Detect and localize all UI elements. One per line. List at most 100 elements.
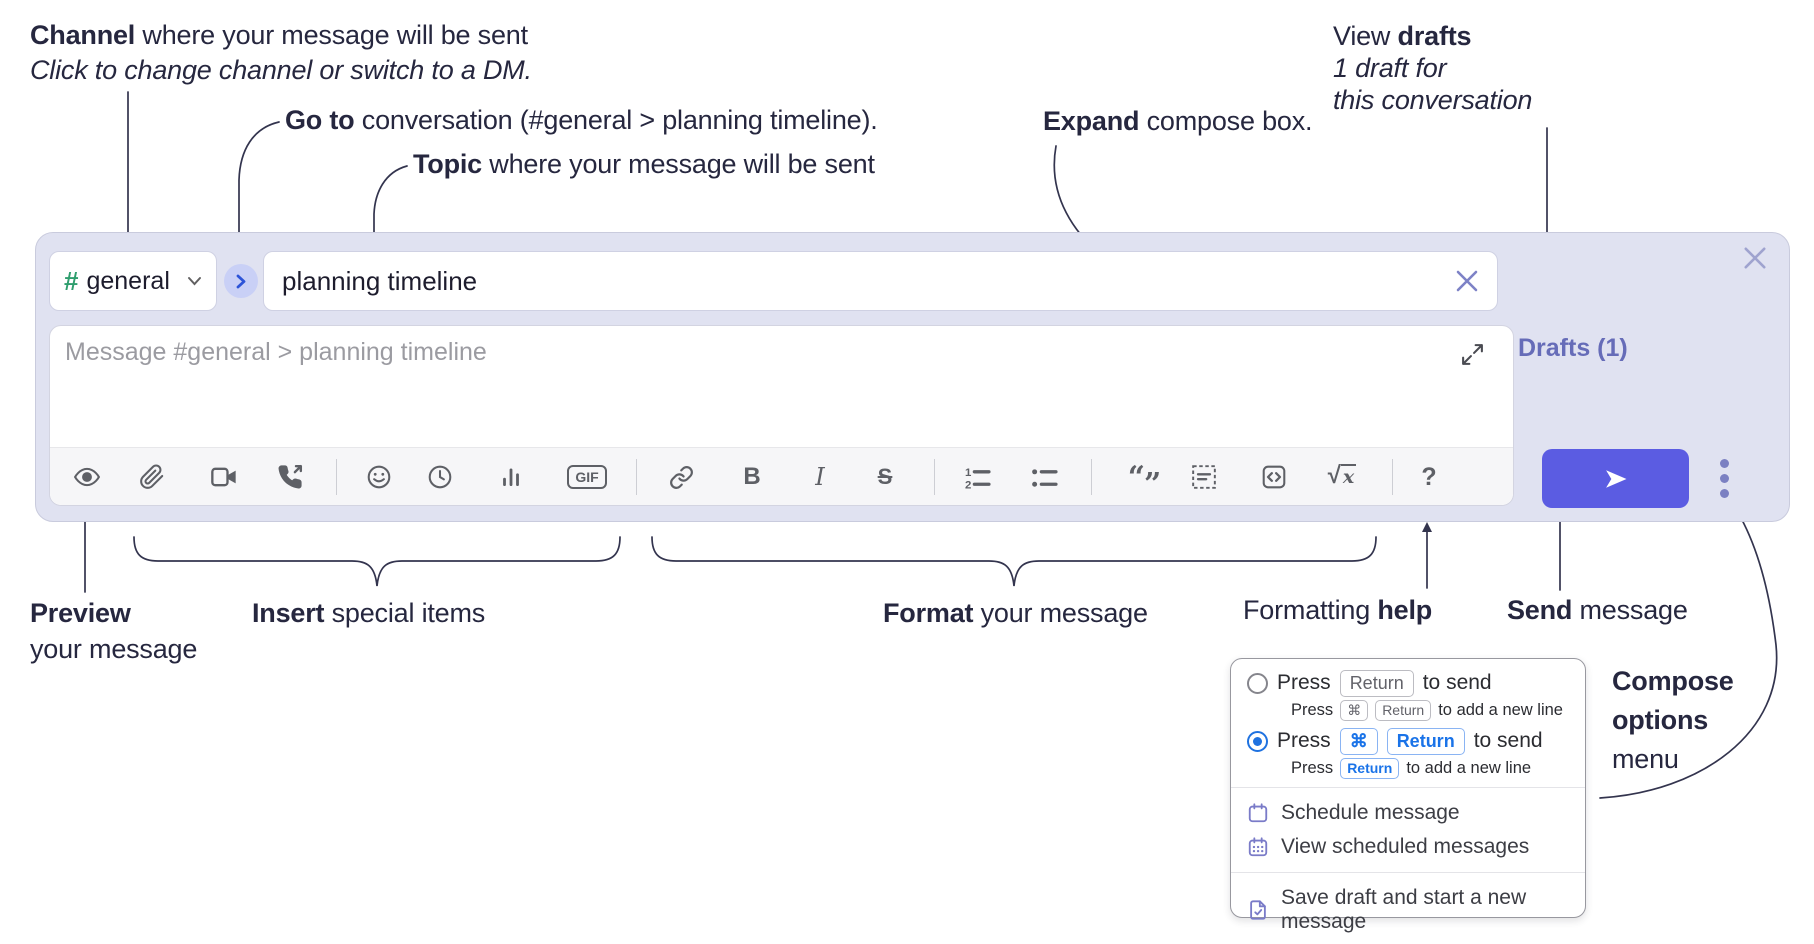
preview-eye-button[interactable] — [69, 459, 105, 495]
emoji-icon — [367, 465, 391, 489]
menu-item-view-scheduled[interactable]: View scheduled messages — [1247, 830, 1569, 864]
emoji-button[interactable] — [361, 459, 397, 495]
send-button[interactable] — [1542, 449, 1689, 508]
annotation-drafts-line3: this conversation — [1333, 85, 1533, 115]
annotation-formatting-help: Formatting help — [1243, 595, 1433, 625]
option-text: to send — [1422, 671, 1492, 695]
blockquote-button[interactable]: “” — [1122, 459, 1166, 502]
formatting-help-button[interactable]: ? — [1411, 459, 1447, 495]
annotation-send: Send message — [1507, 595, 1688, 625]
toolbar-divider — [1091, 459, 1092, 495]
menu-item-label: Schedule message — [1281, 801, 1460, 824]
clear-topic-button[interactable] — [1455, 269, 1479, 293]
bulleted-list-icon — [1031, 469, 1058, 487]
toolbar-divider — [934, 459, 935, 495]
annotation-view-drafts: View drafts — [1333, 21, 1472, 51]
return-keycap: Return — [1340, 757, 1400, 779]
close-compose-button[interactable] — [1742, 245, 1768, 271]
code-block-icon — [1192, 465, 1216, 489]
code-block-button[interactable] — [1186, 459, 1222, 495]
toolbar-divider — [636, 459, 637, 495]
menu-item-label: View scheduled messages — [1281, 835, 1530, 858]
calendar-icon — [1248, 803, 1268, 823]
chevron-down-icon — [188, 277, 201, 286]
channel-name: general — [86, 266, 170, 295]
svg-text:2: 2 — [965, 479, 971, 490]
recent-files-button[interactable] — [422, 459, 458, 495]
cmd-keycap: ⌘ — [1340, 699, 1369, 721]
chevron-right-icon — [236, 274, 246, 288]
create-poll-button[interactable] — [493, 459, 529, 495]
inline-code-button[interactable] — [1256, 459, 1292, 495]
cmd-keycap: ⌘ — [1339, 728, 1378, 755]
radio-unselected[interactable] — [1247, 672, 1268, 694]
compose-panel: # general planning timeline Message #gen… — [35, 232, 1790, 522]
menu-item-label: Save draft and start a new message — [1281, 886, 1527, 933]
save-draft-icon — [1250, 900, 1266, 920]
phone-outgoing-icon — [278, 464, 303, 489]
option-text: Press — [1277, 671, 1331, 695]
menu-item-schedule[interactable]: Schedule message — [1247, 796, 1569, 830]
gif-icon: GIF — [567, 465, 607, 489]
channel-selector[interactable]: # general — [49, 251, 217, 311]
message-placeholder: Message #general > planning timeline — [65, 338, 487, 366]
bulleted-list-button[interactable] — [1026, 459, 1062, 495]
toolbar-divider — [1392, 459, 1393, 495]
send-plane-icon — [1605, 469, 1626, 488]
paperclip-icon — [140, 464, 164, 489]
expand-icon — [1462, 344, 1483, 365]
expand-compose-button[interactable] — [1460, 342, 1485, 367]
link-button[interactable] — [663, 459, 699, 495]
video-camera-icon — [211, 467, 236, 487]
message-compose-box[interactable]: Message #general > planning timeline GIF… — [49, 325, 1514, 506]
menu-divider — [1231, 872, 1585, 873]
radio-selected[interactable] — [1247, 730, 1268, 752]
record-audio-button[interactable] — [272, 459, 308, 495]
menu-divider — [1231, 787, 1585, 788]
channel-hash-icon: # — [64, 265, 79, 296]
formula-button[interactable]: √x — [1324, 459, 1360, 495]
eye-icon — [73, 467, 101, 487]
inline-code-icon — [1262, 465, 1286, 489]
kebab-dot — [1719, 458, 1729, 468]
annotation-format: Format your message — [883, 598, 1148, 628]
menu-item-save-draft[interactable]: Save draft and start a new message — [1247, 881, 1569, 939]
compose-options-button[interactable] — [1710, 452, 1738, 504]
close-icon — [1456, 270, 1478, 292]
strikethrough-icon: S — [877, 464, 893, 489]
calendar-grid-icon — [1248, 837, 1268, 857]
link-icon — [669, 465, 693, 489]
ordered-list-icon: 12 — [965, 467, 991, 490]
clock-icon — [428, 465, 452, 489]
return-keycap: Return — [1339, 670, 1414, 697]
italic-button[interactable]: I — [802, 459, 838, 495]
option-text: Press — [1277, 729, 1331, 753]
gif-button[interactable]: GIF — [563, 459, 611, 495]
italic-icon: I — [815, 463, 825, 491]
annotation-preview: Preview — [30, 598, 131, 628]
bold-icon: B — [743, 463, 761, 490]
topic-input[interactable]: planning timeline — [263, 251, 1498, 311]
strikethrough-button[interactable]: S — [867, 459, 903, 495]
record-video-button[interactable] — [206, 459, 242, 495]
annotation-expand: Expand compose box. — [1043, 106, 1313, 136]
goto-conversation-button[interactable] — [224, 264, 258, 298]
attach-file-button[interactable] — [134, 459, 170, 495]
annotation-compose-options: Compose options menu — [1612, 666, 1734, 774]
formula-icon: √x — [1327, 462, 1357, 490]
svg-text:1: 1 — [965, 467, 972, 479]
topic-value: planning timeline — [282, 265, 478, 296]
annotation-channel: Channel where your message will be sent — [30, 20, 528, 50]
drafts-link[interactable]: Drafts (1) — [1518, 334, 1628, 362]
send-option-return-sub: Press ⌘ Return to add a new line — [1291, 699, 1569, 721]
kebab-dot — [1719, 488, 1729, 498]
send-option-return[interactable]: Press Return to send — [1247, 670, 1569, 697]
help-icon: ? — [1421, 462, 1437, 491]
kebab-dot — [1719, 473, 1729, 483]
send-option-cmd-return[interactable]: Press ⌘ Return to send — [1247, 728, 1569, 755]
bold-button[interactable]: B — [734, 459, 770, 495]
blockquote-icon: “” — [1127, 459, 1162, 502]
